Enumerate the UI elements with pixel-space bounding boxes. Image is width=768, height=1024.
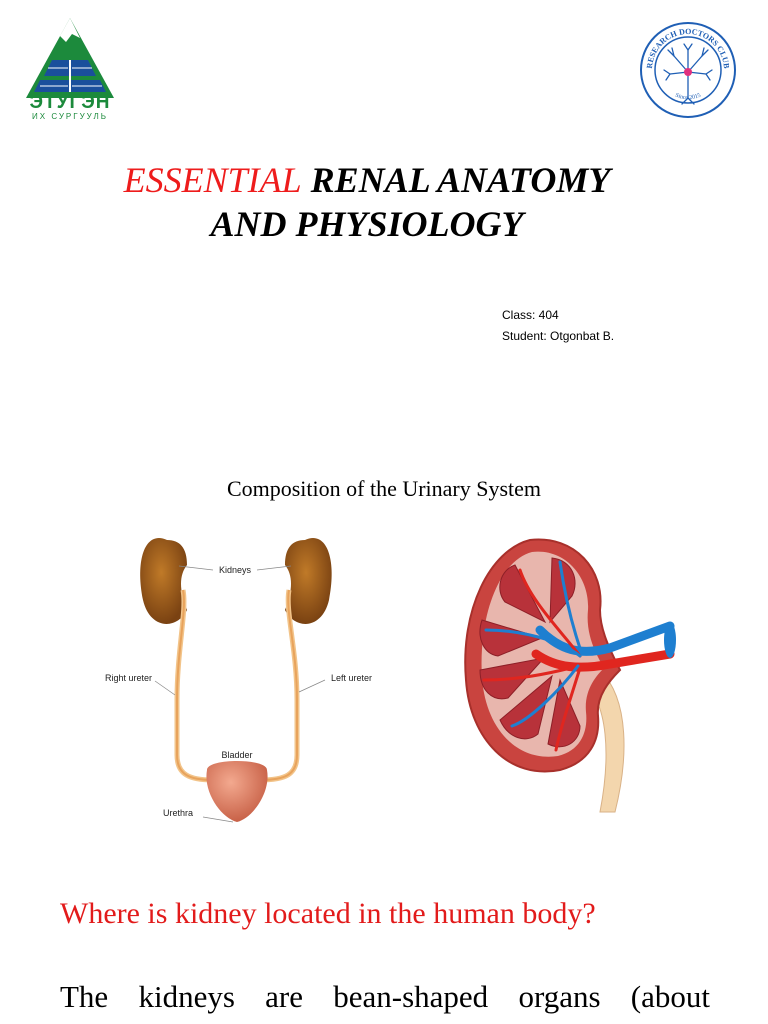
title-line2: AND PHYSIOLOGY <box>210 204 524 244</box>
student-info: Class: 404 Student: Otgonbat B. <box>502 305 614 347</box>
class-line: Class: 404 <box>502 308 559 322</box>
title-highlight: ESSENTIAL <box>123 160 302 200</box>
kidney-cross-section-illustration <box>464 538 676 813</box>
logo-name: ЭТУГЭН <box>29 92 111 113</box>
research-doctors-club-logo-icon: RESEARCH DOCTORS CLUB Since 2015 <box>640 22 736 118</box>
student-line: Student: Otgonbat B. <box>502 329 615 343</box>
section-question: Where is kidney located in the human bod… <box>60 897 596 930</box>
label-right-ureter: Right ureter <box>105 673 152 683</box>
label-kidneys: Kidneys <box>219 565 252 575</box>
urinary-system-illustration: Kidneys Right ureter Left ureter Bladder… <box>105 538 372 823</box>
page-title: ESSENTIAL RENAL ANATOMY AND PHYSIOLOGY <box>0 158 734 246</box>
title-line1: RENAL ANATOMY <box>301 160 611 200</box>
composition-heading: Composition of the Urinary System <box>226 476 542 501</box>
label-urethra: Urethra <box>163 808 193 818</box>
logo-subtitle: ИХ СУРГУУЛЬ <box>32 112 108 121</box>
etugen-logo-icon <box>26 18 114 98</box>
label-bladder: Bladder <box>221 750 252 760</box>
label-left-ureter: Left ureter <box>331 673 372 683</box>
body-paragraph: The kidneys are bean-shaped organs (abou… <box>60 979 710 1014</box>
